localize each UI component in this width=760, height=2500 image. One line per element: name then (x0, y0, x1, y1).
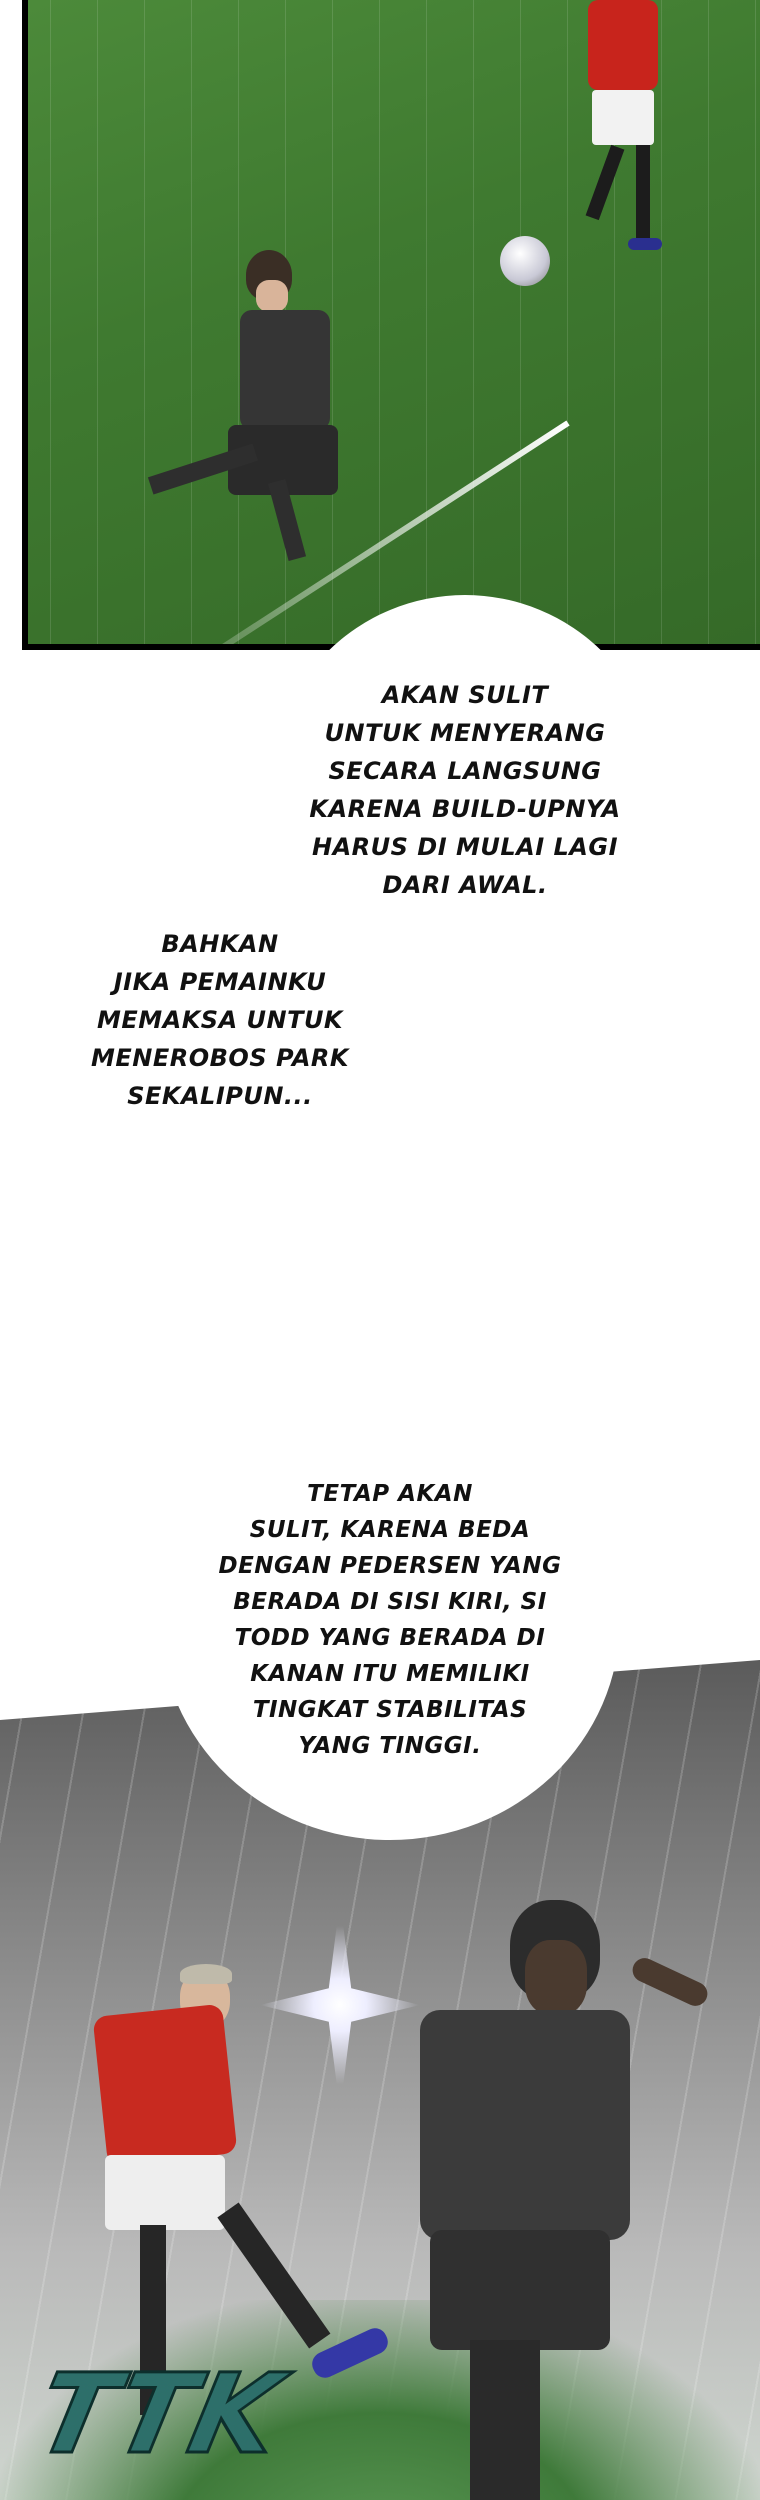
thought-bubble-2: BAHKAN JIKA PEMAINKU MEMAKSA UNTUK MENER… (50, 850, 390, 1190)
bubble-text-3: TETAP AKAN SULIT, KARENA BEDA DENGAN PED… (218, 1481, 562, 1759)
comic-panel-pitch (22, 0, 760, 650)
sound-effect-text: TTK (25, 2349, 293, 2480)
bubble-text-2: BAHKAN JIKA PEMAINKU MEMAKSA UNTUK MENER… (90, 930, 349, 1110)
bubble-text-1: AKAN SULIT UNTUK MENYERANG SECARA LANGSU… (309, 681, 621, 899)
player-red-kit (558, 0, 678, 260)
thought-bubble-3: TETAP AKAN SULIT, KARENA BEDA DENGAN PED… (160, 1400, 620, 1840)
player-red-kit-kicking (30, 1964, 392, 2430)
player-dark-kit-headgear (410, 1900, 730, 2500)
player-dark-kit-11 (128, 250, 428, 570)
football (500, 236, 550, 286)
